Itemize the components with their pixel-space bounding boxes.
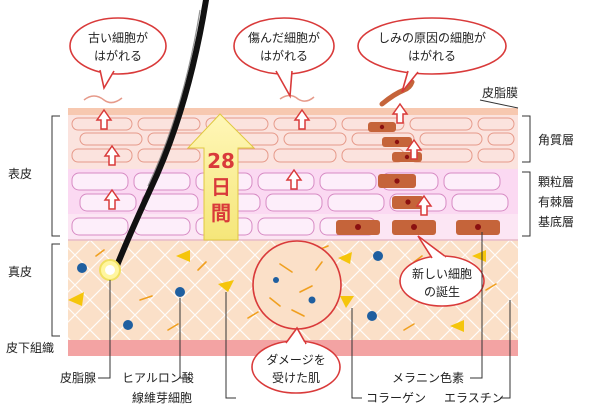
melanin-cells xyxy=(336,79,500,235)
sebaceous-gland xyxy=(99,259,121,281)
up-arrow-icon xyxy=(293,108,311,130)
label-epidermis: 表皮 xyxy=(8,167,32,181)
damaged-skin-zoom xyxy=(252,240,342,330)
bubble-damaged-skin xyxy=(251,326,341,394)
label-stratum-basale: 基底層 xyxy=(538,214,574,229)
label-hyaluronic-acid: ヒアルロン酸 xyxy=(122,370,194,385)
bubble-damaged-skin-line1: ダメージを xyxy=(266,352,325,367)
up-arrow-icon xyxy=(285,168,303,190)
bubble-damaged-skin-line2: 受けた肌 xyxy=(272,371,320,385)
corneum-layer xyxy=(68,115,518,169)
sebum-film-layer xyxy=(68,108,518,115)
up-arrow-icon xyxy=(391,102,409,124)
cycle-unit-1: 日 xyxy=(211,175,231,199)
up-arrow-icon xyxy=(103,144,121,166)
left-brackets xyxy=(51,115,60,337)
bubble-new-cells-line2: の誕生 xyxy=(424,285,460,299)
up-arrow-icon xyxy=(95,108,113,130)
label-sebaceous-gland: 皮脂腺 xyxy=(60,370,96,385)
label-subcutaneous: 皮下組織 xyxy=(6,341,54,355)
label-sebum-film: 皮脂膜 xyxy=(482,85,518,100)
bubble-old-cells-line2: はがれる xyxy=(94,48,142,63)
label-fibroblast: 線維芽細胞 xyxy=(132,390,192,405)
up-arrow-icon xyxy=(415,194,433,216)
label-stratum-spinosum: 有棘層 xyxy=(538,195,574,209)
bubble-new-cells-line1: 新しい細胞 xyxy=(412,266,472,281)
label-melanin: メラニン色素 xyxy=(392,371,464,385)
cycle-arrow xyxy=(186,113,256,241)
leader-lines xyxy=(98,232,511,399)
cycle-unit-2: 間 xyxy=(211,201,231,225)
flaking-damaged-cell xyxy=(279,94,315,102)
bubble-old-cells xyxy=(69,17,167,91)
up-arrow-icon xyxy=(103,188,121,210)
bubble-old-cells-line1: 古い細胞が xyxy=(88,30,148,45)
collagen-fibers xyxy=(95,245,497,331)
bubble-new-cells xyxy=(399,235,485,307)
hair-shaft xyxy=(113,0,209,271)
bubble-damaged-cells-line2: はがれる xyxy=(260,48,308,63)
bubble-spot-cells-line1: しみの原因の細胞が xyxy=(378,30,486,45)
label-dermis: 真皮 xyxy=(8,265,32,279)
bubble-spot-cells xyxy=(357,17,507,93)
flaking-old-cell xyxy=(83,95,123,104)
bubble-damaged-cells-line1: 傷んだ細胞が xyxy=(248,30,320,45)
label-stratum-granulosum: 顆粒層 xyxy=(538,174,574,189)
bubble-spot-cells-line2: はがれる xyxy=(408,48,456,63)
right-brackets xyxy=(479,99,531,237)
label-collagen: コラーゲン xyxy=(366,391,426,405)
label-stratum-corneum: 角質層 xyxy=(538,132,574,147)
label-elastin: エラスチン xyxy=(444,391,504,405)
up-arrow-icon xyxy=(405,138,423,160)
turnover-arrows xyxy=(95,102,433,216)
cycle-days: 28 xyxy=(207,149,235,173)
bubble-damaged-cells xyxy=(233,17,335,99)
